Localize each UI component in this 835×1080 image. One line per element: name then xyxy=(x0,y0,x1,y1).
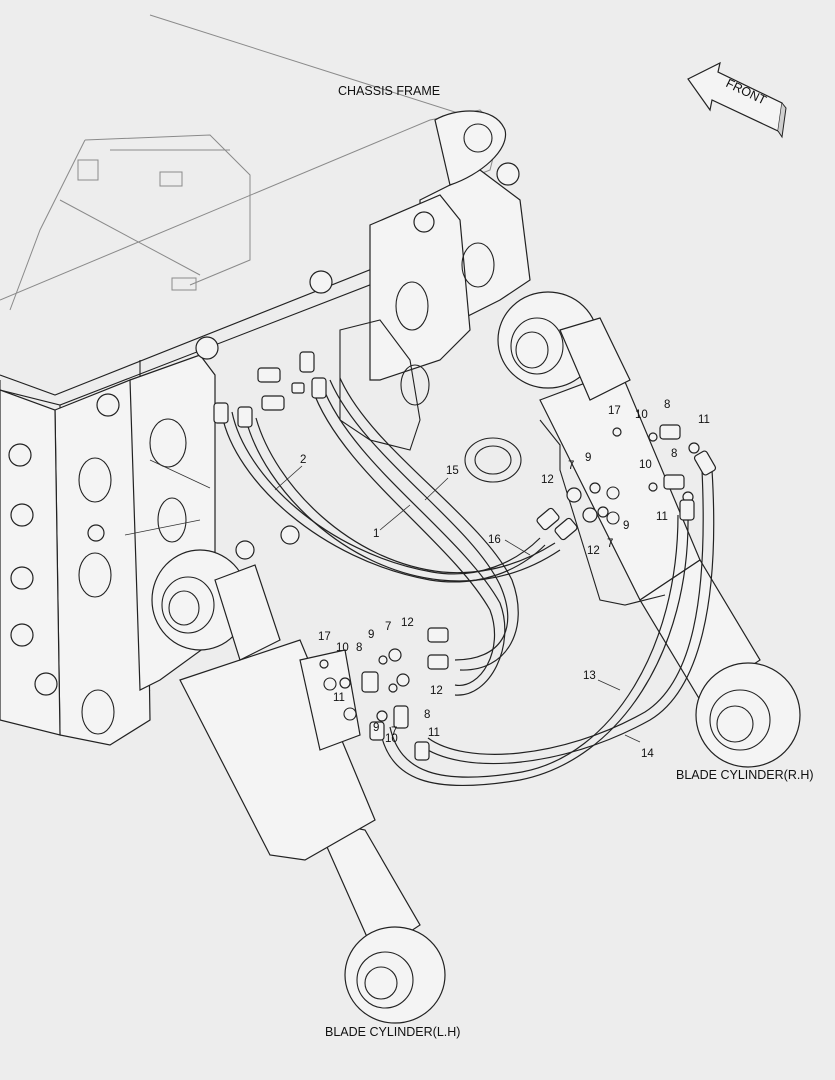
callout-10-rh-a: 10 xyxy=(635,409,648,421)
callout-10-lh-a: 10 xyxy=(336,642,349,654)
callout-8-rh-a: 8 xyxy=(664,399,670,411)
lh-fittings xyxy=(319,627,449,761)
callout-7-lh-b: 7 xyxy=(391,726,397,738)
hoses xyxy=(221,377,715,787)
callout-9-lh-b: 9 xyxy=(373,722,379,734)
callout-2: 2 xyxy=(300,454,306,466)
callout-1: 1 xyxy=(373,528,379,540)
callout-14: 14 xyxy=(641,748,654,760)
callout-numbers: 2 15 1 16 13 14 17 10 8 11 9 7 12 10 8 1… xyxy=(300,399,710,760)
leader-lines xyxy=(124,459,641,743)
callout-7-rh-a: 7 xyxy=(568,460,574,472)
callout-10-rh-b: 10 xyxy=(639,459,652,471)
callout-8-lh-a: 8 xyxy=(356,642,362,654)
callout-11-lh-a: 11 xyxy=(333,692,345,704)
callout-8-lh-b: 8 xyxy=(424,709,430,721)
callout-11-lh-b: 11 xyxy=(428,727,440,739)
callout-13: 13 xyxy=(583,670,596,682)
callout-9-rh-a: 9 xyxy=(585,452,591,464)
callout-17-lh: 17 xyxy=(318,631,331,643)
callout-11-rh-a: 11 xyxy=(698,414,710,426)
callout-12-rh-b: 12 xyxy=(587,545,600,557)
mounting-brackets xyxy=(0,110,531,746)
callout-7-rh-b: 7 xyxy=(607,538,613,550)
callout-15: 15 xyxy=(446,465,459,477)
blade-cylinder-rh-label: BLADE CYLINDER(R.H) xyxy=(676,768,814,782)
callout-9-rh-b: 9 xyxy=(623,520,629,532)
blade-cylinder-lh xyxy=(151,549,446,1024)
callout-10-lh-b: 10 xyxy=(385,733,398,745)
blade-cylinder-lh-label: BLADE CYLINDER(L.H) xyxy=(325,1025,460,1039)
callout-8-rh-b: 8 xyxy=(671,448,677,460)
upper-fittings xyxy=(213,351,327,428)
front-arrow xyxy=(687,61,787,139)
callout-16: 16 xyxy=(488,534,501,546)
callout-11-rh-b: 11 xyxy=(656,511,668,523)
callout-9-lh-a: 9 xyxy=(368,629,374,641)
callout-7-lh-a: 7 xyxy=(385,621,391,633)
bolts xyxy=(8,162,520,696)
chassis-frame-label: CHASSIS FRAME xyxy=(338,84,440,98)
callout-17-rh: 17 xyxy=(608,405,621,417)
callout-12-lh-a: 12 xyxy=(401,617,414,629)
callout-12-lh-b: 12 xyxy=(430,685,443,697)
callout-12-rh-a: 12 xyxy=(541,474,554,486)
rh-fittings xyxy=(536,424,717,541)
plate-holes xyxy=(78,242,522,735)
